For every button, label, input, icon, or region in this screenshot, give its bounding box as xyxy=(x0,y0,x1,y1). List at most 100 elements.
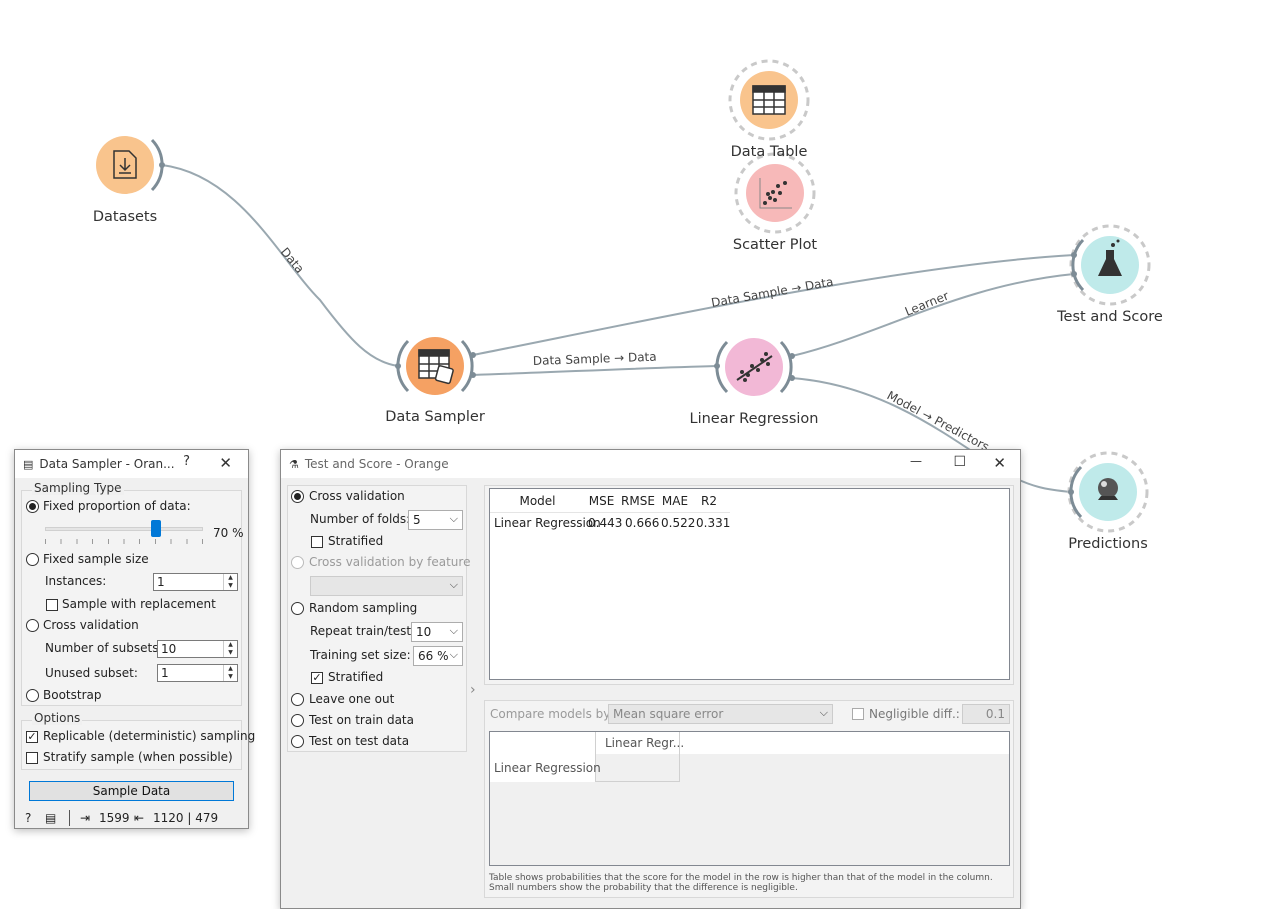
unused-subset-label: Unused subset: xyxy=(45,666,138,680)
testscore-titlebar[interactable]: ⚗ Test and Score - Orange — ☐ ✕ xyxy=(281,450,1020,478)
node-datasets[interactable] xyxy=(96,136,165,194)
help-button[interactable]: ? xyxy=(183,454,190,469)
repeat-combo[interactable]: 10 ⌵ xyxy=(411,622,463,642)
cross-validation-label: Cross validation xyxy=(309,489,405,503)
maximize-button[interactable]: ☐ xyxy=(953,454,966,470)
cross-validation-radio[interactable] xyxy=(291,490,304,503)
stratified-label: Stratified xyxy=(328,534,384,548)
header-model[interactable]: Model xyxy=(519,494,556,508)
header-mse[interactable]: MSE xyxy=(588,494,615,508)
node-label-data-table: Data Table xyxy=(730,144,808,160)
header-rmse[interactable]: RMSE xyxy=(621,494,655,508)
proportion-slider-track[interactable] xyxy=(45,527,203,531)
fixed-proportion-radio[interactable] xyxy=(26,500,39,513)
row-r2: 0.331 xyxy=(696,516,731,530)
options-group xyxy=(21,720,242,770)
options-title: Options xyxy=(32,711,83,725)
sample-data-button[interactable]: Sample Data xyxy=(29,781,234,801)
node-data-table[interactable] xyxy=(728,59,810,141)
fixed-sample-size-radio[interactable] xyxy=(26,553,39,566)
instances-spinbox[interactable]: 1 ▲▼ xyxy=(153,573,238,591)
replicable-label: Replicable (deterministic) sampling xyxy=(43,729,256,743)
feature-combo[interactable]: ⌵ xyxy=(310,576,463,596)
node-label-predictions: Predictions xyxy=(1068,536,1148,552)
row-mae: 0.522 xyxy=(661,516,696,530)
compare-header-bg xyxy=(490,732,1009,754)
close-button[interactable]: ✕ xyxy=(219,454,232,472)
link-label-data: Data xyxy=(278,245,307,276)
header-mae[interactable]: MAE xyxy=(661,494,689,508)
row-model[interactable]: Linear Regression xyxy=(494,516,601,530)
chevron-down-icon: ⌵ xyxy=(449,624,458,637)
leave-one-out-radio[interactable] xyxy=(291,693,304,706)
replacement-checkbox[interactable] xyxy=(46,599,58,611)
repeat-label: Repeat train/test: xyxy=(310,624,416,638)
proportion-slider-handle[interactable] xyxy=(150,520,161,537)
chevron-right-icon[interactable]: › xyxy=(470,682,476,698)
node-label-datasets: Datasets xyxy=(92,209,158,225)
test-score-window[interactable]: ⚗ Test and Score - Orange — ☐ ✕ Cross va… xyxy=(280,449,1021,909)
cross-validation-radio[interactable] xyxy=(26,619,39,632)
unused-subset-value: 1 xyxy=(161,666,169,680)
stratified-checkbox[interactable] xyxy=(311,536,323,548)
data-sampler-window[interactable]: ▤ Data Sampler - Oran... ? ✕ Sampling Ty… xyxy=(14,449,255,829)
compare-table[interactable]: Linear Regr... Linear Regression xyxy=(489,731,1010,866)
negligible-checkbox[interactable] xyxy=(852,708,864,720)
cv-by-feature-radio[interactable] xyxy=(291,556,304,569)
link-label-sampler-linreg: Data Sample → Data xyxy=(533,350,657,368)
node-predictions[interactable] xyxy=(1067,451,1149,533)
test-on-test-label: Test on test data xyxy=(309,734,410,748)
negligible-value-field[interactable]: 0.1 xyxy=(962,704,1010,724)
random-sampling-radio[interactable] xyxy=(291,602,304,615)
flask-icon xyxy=(1098,239,1122,276)
scatter-icon xyxy=(759,178,792,209)
negligible-label: Negligible diff.: xyxy=(869,707,960,721)
node-label-scatter-plot: Scatter Plot xyxy=(732,237,818,253)
close-button[interactable]: ✕ xyxy=(993,454,1006,472)
stratified2-checkbox[interactable]: ✓ xyxy=(311,671,323,684)
unused-subset-spinbox[interactable]: 1 ▲▼ xyxy=(157,664,238,682)
folds-combo[interactable]: 5 ⌵ xyxy=(408,510,463,530)
compare-row-header[interactable]: Linear Regression xyxy=(494,761,601,775)
test-on-train-radio[interactable] xyxy=(291,714,304,727)
table-icon xyxy=(752,85,786,115)
results-table[interactable]: Model MSE RMSE MAE R2 Linear Regression … xyxy=(489,488,1010,680)
spin-arrows-icon[interactable]: ▲▼ xyxy=(223,641,237,657)
replacement-label: Sample with replacement xyxy=(62,597,216,611)
chevron-down-icon: ⌵ xyxy=(449,512,458,525)
subsets-spinbox[interactable]: 10 ▲▼ xyxy=(157,640,238,658)
compare-row-header-bg xyxy=(490,754,595,782)
spin-arrows-icon[interactable]: ▲▼ xyxy=(223,665,237,681)
help-icon[interactable]: ? xyxy=(25,811,32,825)
sampler-titlebar[interactable]: ▤ Data Sampler - Oran... ? ✕ xyxy=(15,450,248,478)
link-label-sampler-testscore: Data Sample → Data xyxy=(710,275,834,310)
subsets-value: 10 xyxy=(161,642,177,656)
chevron-down-icon: ⌵ xyxy=(819,706,828,719)
results-header-row xyxy=(490,489,730,513)
node-test-and-score[interactable] xyxy=(1069,224,1151,306)
bootstrap-radio[interactable] xyxy=(26,689,39,702)
footer-divider xyxy=(69,810,70,826)
compare-metric-combo[interactable]: Mean square error ⌵ xyxy=(608,704,833,724)
node-linear-regression[interactable] xyxy=(714,338,795,396)
compare-col-header[interactable]: Linear Regr... xyxy=(605,736,685,750)
minimize-button[interactable]: — xyxy=(910,454,922,468)
stratify-checkbox[interactable] xyxy=(26,752,38,764)
link-linreg-testscore xyxy=(791,273,1075,357)
random-sampling-label: Random sampling xyxy=(309,601,418,615)
node-scatter-plot[interactable] xyxy=(734,152,816,234)
header-r2[interactable]: R2 xyxy=(701,494,717,508)
test-on-test-radio[interactable] xyxy=(291,735,304,748)
compare-cell xyxy=(595,732,680,782)
node-label-data-sampler: Data Sampler xyxy=(385,409,485,425)
node-data-sampler[interactable] xyxy=(395,337,476,395)
row-rmse: 0.666 xyxy=(625,516,660,530)
spin-arrows-icon[interactable]: ▲▼ xyxy=(223,574,237,590)
train-size-combo[interactable]: 66 % ⌵ xyxy=(413,646,463,666)
testscore-window-title: Test and Score - Orange xyxy=(304,457,449,471)
leave-one-out-label: Leave one out xyxy=(309,692,395,706)
report-icon[interactable]: ▤ xyxy=(45,811,57,825)
output-icon: ⇤ xyxy=(134,811,145,825)
replicable-checkbox[interactable]: ✓ xyxy=(26,730,38,743)
